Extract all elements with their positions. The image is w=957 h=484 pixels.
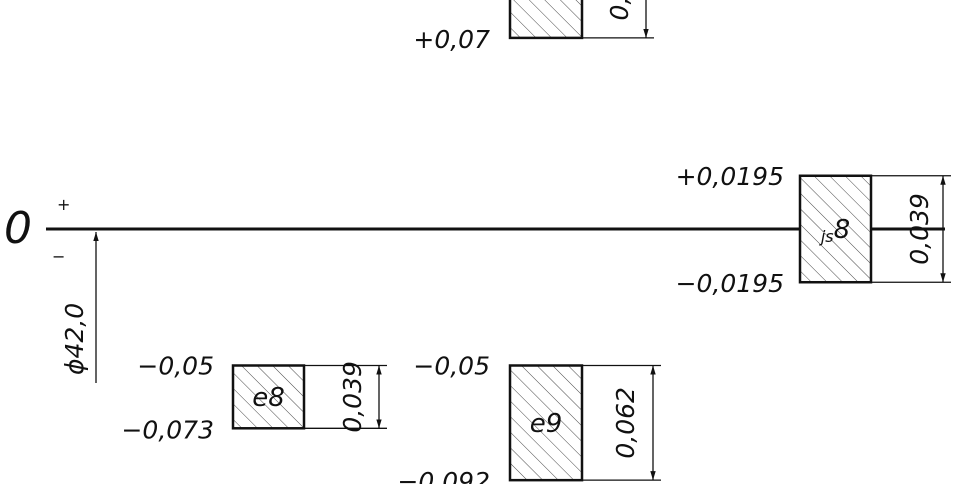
zone-js8-lower-deviation: −0,0195 <box>676 269 784 298</box>
zone-e9-field <box>508 364 584 482</box>
plus-sign: + <box>57 195 70 214</box>
zone-e8-tolerance-label: 0,039 <box>338 361 367 433</box>
zone-u8-tolerance-label: 0,039 <box>605 0 634 20</box>
tolerance-zones: u80,039+0,109+0,07js80,039+0,0195−0,0195… <box>121 0 951 484</box>
zone-u8-lower-deviation: +0,07 <box>413 25 490 54</box>
zone-e9-upper-deviation: −0,05 <box>413 352 490 381</box>
zone-js8-field <box>798 174 873 284</box>
zone-e8-field <box>231 364 306 430</box>
zone-e8-upper-deviation: −0,05 <box>137 352 214 381</box>
zone-e8-lower-deviation: −0,073 <box>121 415 214 444</box>
zone-e9-tolerance-label: 0,062 <box>611 387 640 459</box>
zone-u8-name: u8 <box>529 0 562 1</box>
zone-e8-name: e8 <box>252 383 285 413</box>
nominal-size-label: ϕ42,0 <box>60 303 89 375</box>
zone-e9-lower-deviation: −0,092 <box>397 467 490 484</box>
zone-js8-upper-deviation: +0,0195 <box>676 162 784 191</box>
minus-sign: − <box>52 247 65 266</box>
zone-js8-tolerance-label: 0,039 <box>905 193 934 265</box>
zone-e9-name: e9 <box>530 409 563 439</box>
zone-u8-field <box>508 0 584 40</box>
zone-js8-name: js8 <box>819 215 850 246</box>
zero-label: 0 <box>4 203 32 254</box>
